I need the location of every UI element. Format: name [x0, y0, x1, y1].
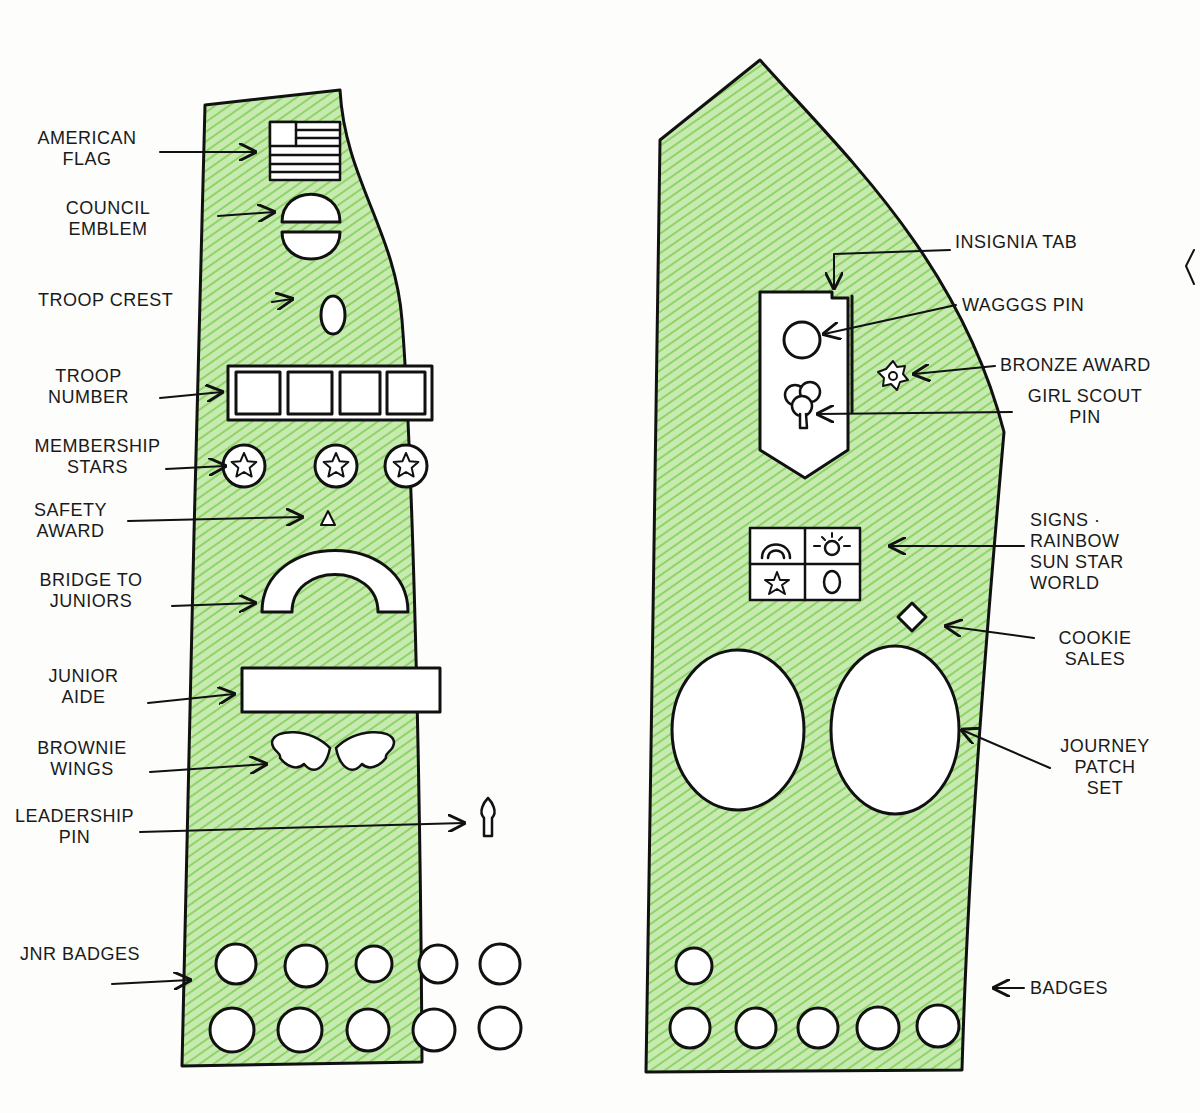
safety-award [321, 511, 335, 525]
insignia-tab [760, 292, 852, 478]
callout-label: COOKIE SALES [1040, 628, 1150, 670]
callout-label: BRONZE AWARD [1000, 355, 1196, 376]
brownie-wings [272, 732, 394, 769]
girl-scout-pin [785, 382, 820, 428]
left-vest-panel [182, 90, 422, 1066]
callout-label: BRIDGE TO JUNIORS [16, 570, 166, 612]
callout-label: COUNCIL EMBLEM [38, 198, 178, 240]
callout-label: JUNIOR AIDE [26, 666, 141, 708]
callout-label: LEADERSHIP PIN [12, 806, 137, 848]
leader-lines [112, 152, 1050, 988]
american-flag [270, 122, 340, 180]
badges [670, 948, 959, 1049]
cookie-sales [898, 603, 926, 631]
bronze-award [878, 361, 908, 390]
callout-label: TROOP NUMBER [26, 366, 151, 408]
callout-label: BADGES [1030, 978, 1150, 999]
callout-label: BROWNIE WINGS [22, 738, 142, 780]
troop-crest [321, 296, 345, 334]
callout-label: WAGGGS PIN [962, 295, 1132, 316]
junior-badges [210, 944, 521, 1052]
junior-aide [242, 668, 440, 712]
callout-label: MEMBERSHIP STARS [20, 436, 175, 478]
callout-label: GIRL SCOUT PIN [1020, 386, 1150, 428]
callout-label: SAFETY AWARD [18, 500, 123, 542]
callout-label: SIGNS · RAINBOW SUN STAR WORLD [1030, 510, 1140, 594]
callout-label: AMERICAN FLAG [22, 128, 152, 170]
leadership-pin [481, 798, 494, 836]
bridge-to-juniors [262, 551, 408, 613]
council-emblem [282, 194, 340, 259]
wagggs-pin [784, 322, 820, 358]
callout-label: TROOP CREST [38, 290, 208, 311]
callout-label: JOURNEY PATCH SET [1055, 736, 1155, 799]
right-vest-panel [646, 60, 1004, 1072]
callout-label: JNR BADGES [20, 944, 190, 965]
journey-patch-set [672, 646, 959, 814]
callout-label: INSIGNIA TAB [955, 232, 1135, 253]
signs-patches [750, 528, 860, 600]
troop-number [228, 366, 432, 420]
membership-stars [223, 445, 427, 487]
edge-mark [1186, 250, 1194, 284]
